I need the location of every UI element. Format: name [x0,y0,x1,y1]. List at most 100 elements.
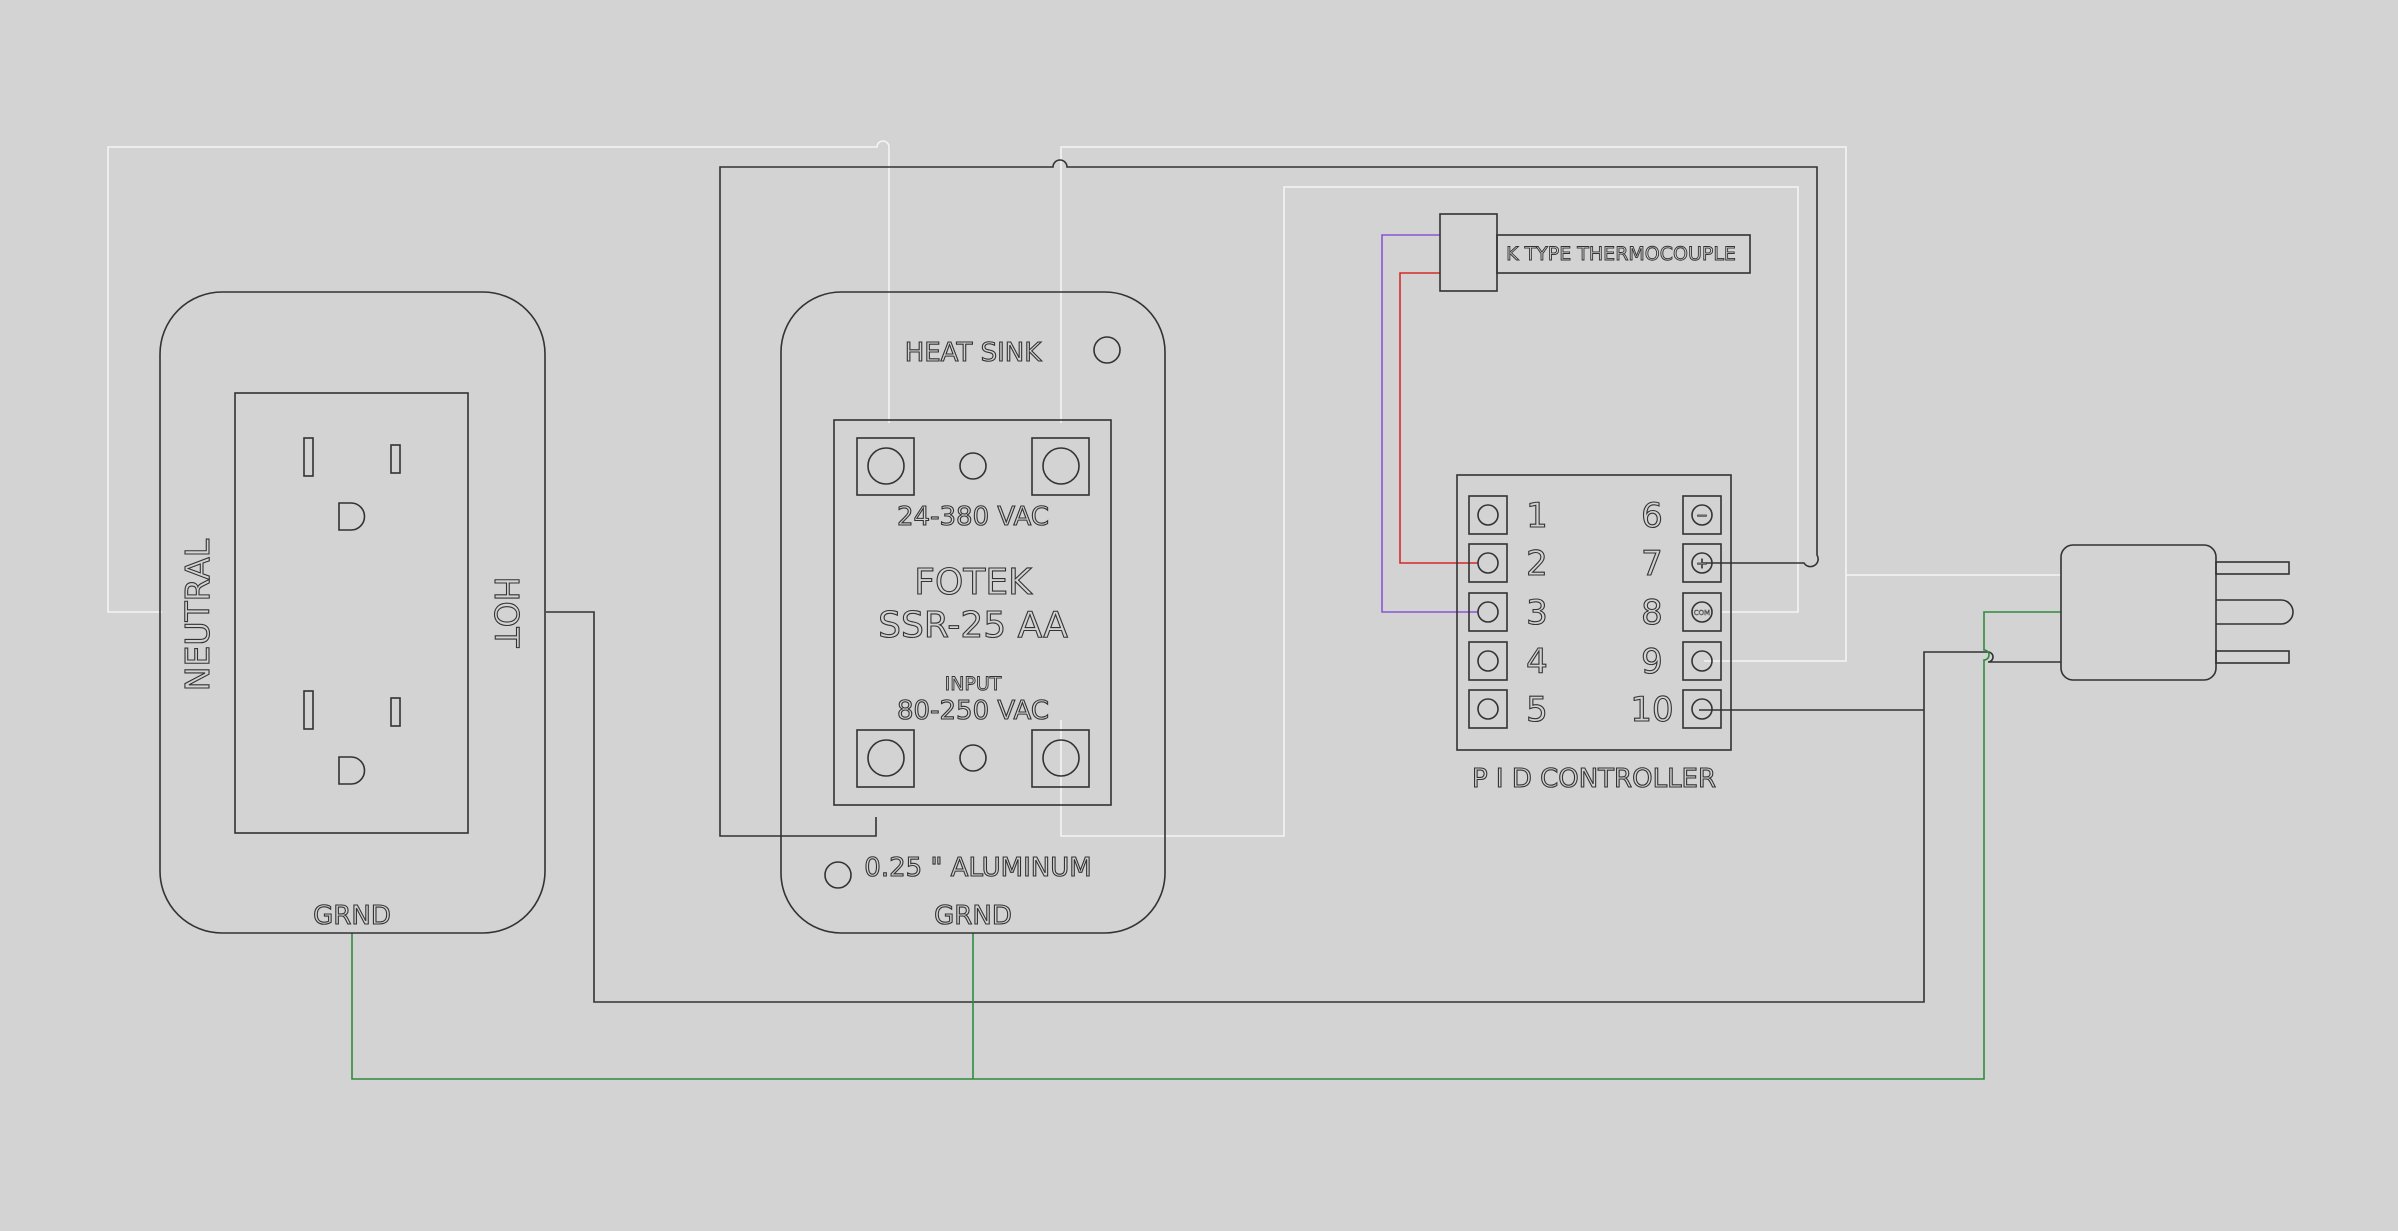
terminal-row-2: 2 [1468,543,1548,585]
terminal-number-4: 4 [1526,642,1548,682]
terminal-number-6: 6 [1641,496,1663,536]
input-screw-left [867,739,905,777]
positive-symbol: + [1696,556,1708,572]
upper-relay-hole [959,452,987,480]
terminal-row-6: 6 − [1641,495,1722,537]
terminal-number-7: 7 [1641,544,1663,584]
aluminum-heat-sink-plate [780,291,1166,934]
terminal-box-8 [1682,592,1722,632]
terminal-number-1: 1 [1526,496,1548,536]
terminal-row-10: 10 [1630,689,1722,731]
terminal-screw-2 [1477,552,1499,574]
ground-wires [351,611,2061,1080]
terminal-row-9: 9 [1641,641,1722,683]
terminal-screw-9 [1691,650,1713,672]
plate-material-label: 0.25 " ALUMINUM [864,853,1091,883]
upper-hot-slot [390,444,401,474]
terminal-row-3: 3 [1468,592,1548,634]
ssr-output-wire [719,159,1819,837]
terminal-screw-8 [1691,601,1713,623]
lower-hot-slot [390,697,401,727]
terminal-screw-4 [1477,650,1499,672]
white-wires [107,140,2061,837]
neutral-wire [107,140,890,613]
terminal-screw-10 [1691,698,1713,720]
pid-controller-body [1456,474,1732,751]
lower-neutral-slot [303,690,314,730]
upper-prong [2215,561,2290,575]
black-wires [546,159,2061,1003]
controller-power-wire [1060,186,1799,837]
terminal-row-8: 8 COM [1641,592,1722,634]
terminal-box-7 [1682,543,1722,583]
terminal-row-5: 5 [1468,689,1548,731]
upper-ground-hole [338,502,366,531]
thermocouple-wires [1381,234,1478,613]
lower-mounting-hole [824,861,852,889]
negative-symbol: − [1696,508,1708,524]
terminal-screw-1 [1477,504,1499,526]
terminal-number-2: 2 [1526,544,1548,584]
terminal-number-10: 10 [1630,690,1673,730]
terminal-screw-6 [1691,504,1713,526]
plug-body [2060,544,2217,681]
terminal-box-6 [1682,495,1722,535]
solid-state-relay [833,419,1112,806]
lower-relay-hole [959,744,987,772]
ground-prong [2216,599,2294,625]
thermocouple-red-wire [1399,272,1478,564]
terminal-number-8: 8 [1641,593,1663,633]
terminal-box-3 [1468,592,1508,632]
power-plug [2060,544,2294,681]
thermocouple-purple-wire [1381,234,1478,613]
input-terminal-left [856,729,915,788]
relay-brand-label: FOTEK [914,562,1033,603]
terminal-number-3: 3 [1526,593,1548,633]
outlet-ground-wire [351,611,2061,1080]
terminal-number-9: 9 [1641,642,1663,682]
outlet-receptacle [234,392,469,834]
relay-model-label: SSR-25 AA [878,605,1068,646]
terminal-screw-5 [1477,698,1499,720]
terminal-row-7: 7 + [1641,543,1722,585]
thermocouple-connector [1439,213,1498,292]
load-voltage-label: 24-380 VAC [897,502,1049,532]
k-type-thermocouple: K TYPE THERMOCOUPLE [1439,213,1751,292]
ssr-ground-label: GRND [934,901,1012,931]
solid-state-relay-assembly: HEAT SINK 0.25 " ALUMINUM GRND 24-380 VA… [780,291,1166,934]
outlet-ground-label: GRND [313,901,391,931]
hot-label: HOT [487,577,526,649]
terminal-box-9 [1682,641,1722,681]
duplex-outlet: NEUTRAL HOT GRND [159,291,546,934]
upper-neutral-slot [303,437,314,477]
input-terminal-right [1031,729,1090,788]
lower-prong [2215,650,2290,664]
load-screw-left [867,447,905,485]
load-terminal-right [1031,437,1090,496]
terminal-box-5 [1468,689,1508,729]
pid-controller-label: P I D CONTROLLER [1472,764,1716,794]
thermocouple-label: K TYPE THERMOCOUPLE [1506,243,1736,265]
hot-wire [546,611,2061,1003]
input-voltage-label: 80-250 VAC [897,696,1049,726]
heat-sink-label: HEAT SINK [905,338,1043,368]
terminal-number-5: 5 [1526,690,1548,730]
terminal-screw-3 [1477,601,1499,623]
neutral-label: NEUTRAL [178,538,217,691]
outlet-faceplate [159,291,546,934]
terminal-box-1 [1468,495,1508,535]
input-screw-right [1042,739,1080,777]
load-screw-right [1042,447,1080,485]
terminal-row-4: 4 [1468,641,1548,683]
terminal-row-1: 1 [1468,495,1548,537]
common-symbol: COM [1694,609,1710,617]
ssr-return-wire [1060,146,1847,662]
terminal-box-2 [1468,543,1508,583]
terminal-screw-7 [1691,552,1713,574]
terminal-box-10 [1682,689,1722,729]
input-label: INPUT [945,673,1002,695]
terminal-box-4 [1468,641,1508,681]
upper-mounting-hole [1093,336,1121,364]
